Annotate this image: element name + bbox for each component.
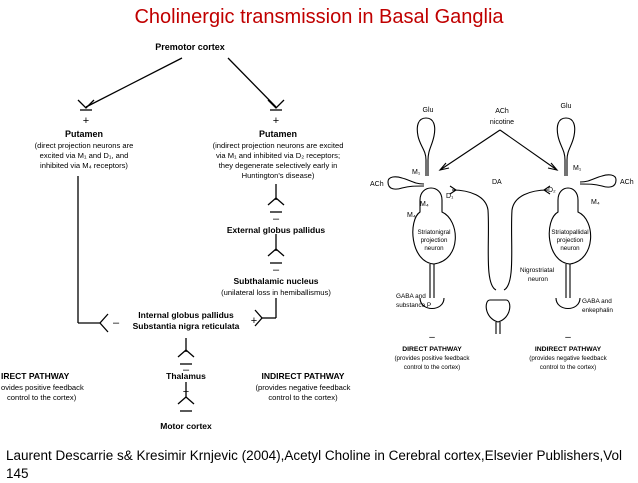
m1-receptor-label: M₁	[412, 169, 421, 176]
subthalamic-note: (unilateral loss in hemiballismus)	[221, 288, 331, 297]
internal-globus-pallidus-label: Internal globus pallidus	[138, 310, 234, 320]
glu-terminal-left	[416, 117, 427, 176]
nicotine-label: nicotine	[490, 119, 514, 126]
nigrostriatal-label: neuron	[528, 276, 548, 283]
left-direct-pathway-caption: IRECT PATHWAY ovides positive feedback c…	[1, 371, 84, 402]
striatopallidal-label: neuron	[560, 245, 580, 252]
nigrostriatal-label: Nigrostriatal	[520, 267, 554, 274]
putamen-direct-line: (direct projection neurons are	[35, 141, 134, 150]
putamen-direct-line: excited via M₁ and D₁, and	[40, 151, 129, 160]
indirect-pathway-line: control to the cortex)	[268, 393, 338, 402]
glu-label: Glu	[423, 107, 434, 114]
right-indirect-pathway-caption: INDIRECT PATHWAY (provides negative feed…	[529, 346, 607, 371]
direct-pathway-line: (provides positive feedback	[395, 355, 471, 362]
glu-terminal-right	[556, 117, 567, 176]
subthalamic-nucleus-label: Subthalamic nucleus	[233, 276, 318, 286]
indirect-pathway-line: control to the cortex)	[540, 364, 596, 371]
plus-sign: +	[273, 115, 279, 127]
striatonigral-neuron	[412, 187, 456, 265]
gaba-substance-p-label: GABA and	[396, 293, 426, 300]
plus-sign: +	[251, 315, 257, 327]
direct-pathway-line: ovides positive feedback	[1, 383, 84, 392]
ach-label: ACh	[620, 179, 634, 186]
striatopallidal-label: projection	[557, 237, 584, 244]
ach-label: ACh	[495, 108, 509, 115]
minus-sign: –	[565, 332, 571, 343]
da-label: DA	[492, 179, 502, 186]
direct-pathway-line: control to the cortex)	[7, 393, 77, 402]
putamen-indirect-line: Huntington's disease)	[242, 171, 315, 180]
d1-receptor-label: D₁	[446, 193, 454, 200]
gaba-enkephalin-label: GABA and	[582, 298, 612, 305]
putamen-direct-block: Putamen (direct projection neurons are e…	[35, 129, 134, 170]
nigrostriatal-neuron	[451, 189, 497, 291]
striatonigral-label: Striatonigral	[417, 229, 450, 236]
putamen-indirect-block: Putamen (indirect projection neurons are…	[213, 129, 344, 180]
ach-interneuron-right	[579, 174, 617, 183]
plus-sign: +	[183, 386, 189, 398]
striatopallidal-label: Striatopallidal	[551, 229, 588, 236]
striatonigral-label: projection	[421, 237, 448, 244]
putamen-direct-title: Putamen	[65, 129, 103, 139]
minus-sign: –	[273, 213, 280, 225]
striatopallidal-neuron	[548, 187, 592, 265]
slide-title: Cholinergic transmission in Basal Gangli…	[134, 6, 504, 28]
thalamus-label: Thalamus	[166, 371, 206, 381]
minus-sign: –	[273, 264, 280, 276]
citation: Laurent Descarrie s& Kresimir Krnjevic (…	[6, 448, 622, 481]
striatonigral-label: neuron	[424, 245, 444, 252]
indirect-pathway-title: INDIRECT PATHWAY	[262, 371, 345, 381]
left-pathway-diagram	[77, 57, 285, 412]
putamen-indirect-title: Putamen	[259, 129, 297, 139]
premotor-cortex-label: Premotor cortex	[155, 42, 225, 52]
putamen-indirect-line: they degenerate selectively early in	[219, 161, 338, 170]
ach-interneuron-left	[387, 176, 425, 185]
glu-label: Glu	[561, 103, 572, 110]
right-neuron-diagram	[387, 117, 617, 334]
motor-cortex-label: Motor cortex	[160, 421, 212, 431]
m4-receptor-label: M₄	[591, 199, 600, 206]
minus-sign: –	[429, 332, 435, 343]
m4-receptor-label: M₄	[420, 201, 429, 208]
putamen-indirect-line: via M₁ and inhibited via D₂ receptors;	[216, 151, 340, 160]
m1-receptor-label: M₁	[573, 165, 582, 172]
minus-sign: –	[183, 364, 190, 376]
direct-pathway-title: DIRECT PATHWAY	[402, 346, 462, 353]
m4-receptor-label: M₄	[407, 212, 416, 219]
ach-label: ACh	[370, 181, 384, 188]
indirect-pathway-line: (provides negative feedback	[256, 383, 351, 392]
putamen-indirect-line: (indirect projection neurons are excited	[213, 141, 344, 150]
indirect-pathway-title: INDIRECT PATHWAY	[535, 346, 602, 353]
d2-receptor-label: D₂	[548, 187, 556, 194]
putamen-direct-line: inhibited via M₄ receptors)	[40, 161, 128, 170]
left-indirect-pathway-caption: INDIRECT PATHWAY (provides negative feed…	[256, 371, 351, 402]
direct-pathway-title: IRECT PATHWAY	[1, 371, 70, 381]
minus-sign: –	[113, 317, 120, 329]
plus-sign: +	[83, 115, 89, 127]
direct-pathway-line: control to the cortex)	[404, 364, 460, 371]
right-direct-pathway-caption: DIRECT PATHWAY (provides positive feedba…	[395, 346, 471, 371]
indirect-pathway-line: (provides negative feedback	[529, 355, 607, 362]
gaba-substance-p-label: substance P	[396, 302, 431, 309]
substantia-nigra-reticulata-label: Substantia nigra reticulata	[133, 321, 240, 331]
external-globus-pallidus-label: External globus pallidus	[227, 225, 326, 235]
gaba-enkephalin-label: enkephalin	[582, 307, 613, 314]
